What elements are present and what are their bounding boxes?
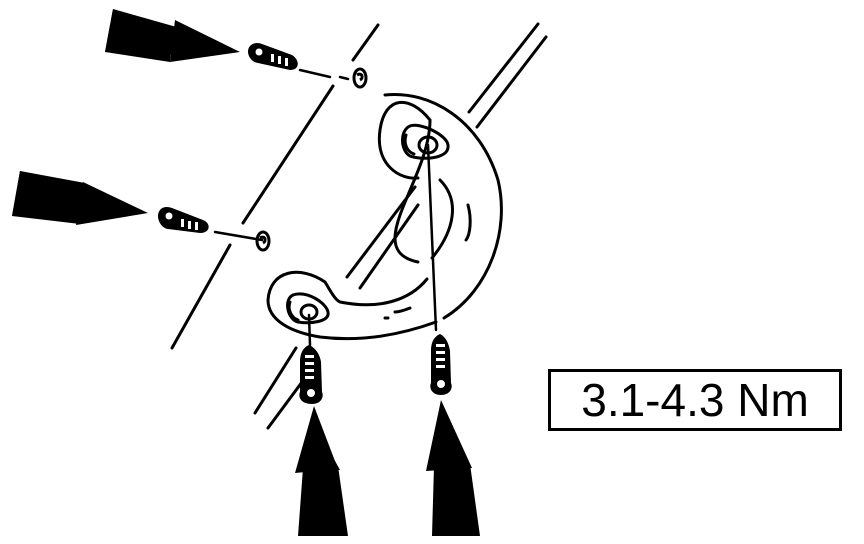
panel-edge-line-left (170, 23, 380, 350)
roof-rail-lines (253, 22, 548, 430)
torque-spec-label: 3.1-4.3 Nm (548, 369, 842, 431)
arrow-bottom-left-icon (295, 406, 348, 536)
screw-bottom-right (430, 334, 452, 395)
clip-upper (352, 67, 368, 89)
arrow-mid-left-icon (12, 171, 148, 225)
lower-mounting-hole (286, 292, 330, 325)
arrow-top-left-icon (105, 9, 240, 62)
screw-upper-left (247, 42, 298, 70)
grab-handle (266, 92, 503, 341)
screw-bottom-left (299, 345, 323, 404)
clip-lower (255, 230, 271, 252)
torque-value: 3.1-4.3 Nm (581, 374, 809, 426)
arrow-bottom-right-icon (426, 400, 480, 536)
leader-lines (213, 68, 438, 347)
upper-mounting-hole (401, 123, 450, 160)
screw-mid-left (157, 206, 209, 233)
